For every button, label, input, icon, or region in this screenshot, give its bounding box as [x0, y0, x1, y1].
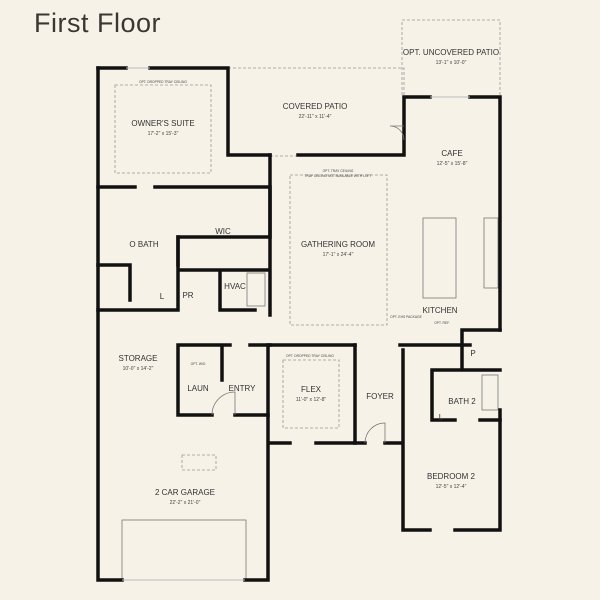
room-label: OPT. UNCOVERED PATIO: [403, 48, 499, 57]
room-dimensions: 22'-11" x 11'-4": [299, 114, 332, 120]
plan-note: OPT. W/D: [191, 362, 206, 366]
attic-access: [181, 454, 217, 471]
room-dimensions: 17'-2" x 15'-3": [148, 131, 179, 137]
room-label: 2 CAR GARAGE: [155, 488, 215, 497]
room-dimensions: 22'-2" x 21'-0": [170, 500, 201, 506]
room-label: P: [470, 349, 475, 358]
room-label: KITCHEN: [422, 306, 457, 315]
plan-note: OPT. EHS PACKAGE: [390, 315, 422, 319]
page-title: First Floor: [34, 8, 161, 38]
room-label: OWNER'S SUITE: [131, 119, 194, 128]
walls: [96, 66, 502, 582]
room-label: FOYER: [366, 392, 394, 401]
room-label: CAFE: [441, 149, 462, 158]
room-label: LAUN: [187, 384, 209, 393]
kitchen-island: [422, 217, 457, 299]
room-label: COVERED PATIO: [283, 102, 348, 111]
room-dimensions: 12'-5" x 12'-4": [436, 484, 467, 490]
garage-door: [121, 519, 247, 581]
room-label: WIC: [215, 227, 231, 236]
room-label: BEDROOM 2: [427, 472, 476, 481]
room-dimensions: 10'-0" x 14'-2": [123, 366, 154, 372]
plan-note: OPT. TRAY CEILING: [323, 169, 354, 173]
room-label: PR: [182, 291, 193, 300]
room-label: O BATH: [129, 240, 158, 249]
bathtub: [481, 374, 499, 411]
room-label: HVAC: [224, 282, 246, 291]
room-label: L: [160, 292, 165, 301]
kitchen-counter: [483, 217, 499, 289]
room-label: STORAGE: [119, 354, 158, 363]
room-label: ENTRY: [229, 384, 257, 393]
plan-note: OPT. DROPPED TRAY CEILING: [139, 80, 187, 84]
plan-note: OPT. REF.: [434, 321, 449, 325]
room-label: FLEX: [301, 385, 322, 394]
room-dimensions: 11'-0" x 12'-8": [296, 397, 327, 403]
flex-tray-ceiling: [282, 359, 340, 429]
room-label: BATH 2: [448, 397, 476, 406]
plan-note: OPT. DROPPED TRAY CEILING: [286, 354, 334, 358]
front-door[interactable]: [364, 422, 386, 444]
plan-note: TRAY CEILING NOT AVAILABLE WITH LOFT: [304, 174, 371, 178]
covered-patio-outline: [227, 67, 405, 157]
door-swing[interactable]: [389, 125, 405, 141]
garage-entry-door[interactable]: [211, 391, 236, 416]
room-label: GATHERING ROOM: [301, 240, 375, 249]
room-dimensions: 12'-5" x 15'-8": [437, 161, 468, 167]
room-dimensions: 17'-1" x 24'-4": [323, 252, 354, 258]
gathering-tray-ceiling: [289, 174, 388, 326]
owner-tray-ceiling: [114, 84, 212, 174]
hvac-unit: [246, 272, 266, 307]
room-dimensions: 13'-1" x 10'-0": [436, 60, 467, 66]
room-labels: OPT. UNCOVERED PATIO 13'-1" x 10'-0" COVE…: [119, 48, 500, 506]
room-label: L: [439, 413, 444, 422]
opt-uncovered-patio-outline: [401, 19, 501, 98]
